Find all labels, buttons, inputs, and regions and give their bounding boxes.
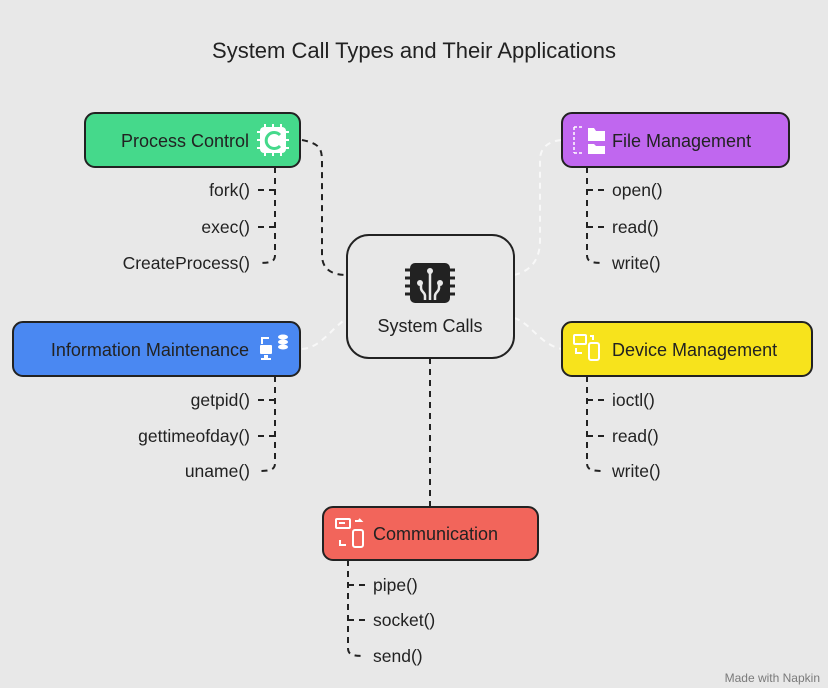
category-label: File Management — [612, 131, 751, 151]
category-label: Information Maintenance — [51, 340, 249, 360]
connector-process-control — [301, 139, 348, 276]
item-write: write() — [611, 253, 661, 273]
category-process-control[interactable]: Process Control — [84, 112, 301, 168]
tree-communication — [347, 560, 366, 657]
tree-file-management — [586, 167, 605, 264]
category-communication[interactable]: Communication — [322, 506, 539, 561]
tree-device-management — [586, 376, 605, 472]
devices-icon — [573, 334, 600, 361]
chip-icon — [405, 263, 455, 303]
computer-database-icon — [260, 334, 288, 360]
tree-process-control — [257, 167, 276, 264]
item-createprocess: CreateProcess() — [123, 253, 250, 273]
watermark: Made with Napkin — [725, 671, 820, 685]
process-cpu-icon — [257, 124, 289, 156]
category-information-maintenance[interactable]: Information Maintenance — [12, 321, 301, 377]
communication-devices-icon — [335, 518, 364, 548]
item-socket: socket() — [373, 610, 435, 630]
item-ioctl: ioctl() — [612, 390, 655, 410]
center-label: System Calls — [377, 316, 482, 336]
item-gettimeofday: gettimeofday() — [138, 426, 250, 446]
folder-icon — [573, 126, 605, 154]
item-getpid: getpid() — [191, 390, 250, 410]
category-label: Device Management — [612, 340, 777, 360]
center-node: System Calls — [346, 234, 515, 359]
item-write: write() — [611, 461, 661, 481]
item-fork: fork() — [209, 180, 250, 200]
item-exec: exec() — [201, 217, 250, 237]
category-device-management[interactable]: Device Management — [561, 321, 813, 377]
item-uname: uname() — [185, 461, 250, 481]
item-read: read() — [612, 217, 659, 237]
item-read: read() — [612, 426, 659, 446]
tree-information-maintenance — [257, 376, 276, 472]
diagram-title: System Call Types and Their Applications — [212, 38, 616, 63]
item-send: send() — [373, 646, 423, 666]
category-file-management[interactable]: File Management — [561, 112, 790, 168]
item-open: open() — [612, 180, 663, 200]
category-label: Process Control — [121, 131, 249, 151]
category-label: Communication — [373, 524, 498, 544]
item-pipe: pipe() — [373, 575, 418, 595]
connector-device-management — [513, 317, 563, 350]
connector-file-management — [513, 139, 563, 276]
connector-information-maintenance — [301, 317, 348, 350]
